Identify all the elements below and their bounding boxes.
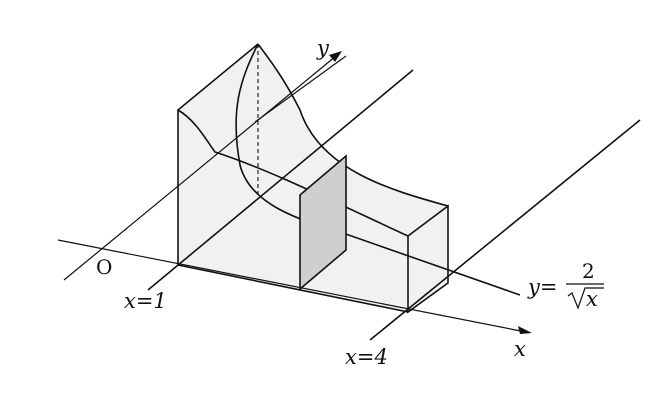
x-axis-line bbox=[57, 239, 527, 333]
curve-equation-lhs: y= bbox=[527, 275, 557, 299]
boundary-line-upper bbox=[254, 55, 347, 123]
curve-equation-label: y= 2 x bbox=[527, 259, 604, 311]
x-axis-label: x bbox=[514, 337, 526, 361]
end-face-outline bbox=[407, 204, 449, 314]
top-curved-face bbox=[178, 44, 448, 236]
origin-label: O bbox=[96, 255, 112, 279]
back-top-curve-edge bbox=[257, 43, 449, 207]
side-face bbox=[178, 110, 408, 312]
y-axis-arrowhead bbox=[329, 51, 342, 62]
y-axis-label: y bbox=[316, 36, 330, 60]
sqrt-sign bbox=[567, 287, 604, 310]
line-x4 bbox=[369, 119, 641, 341]
solid-edges bbox=[177, 43, 449, 314]
square-cross-section bbox=[299, 154, 347, 291]
x-equals-4-label: x=4 bbox=[345, 345, 388, 369]
line-x1 bbox=[147, 69, 414, 291]
curve-y-2-over-sqrt-x bbox=[235, 43, 521, 296]
base-edge bbox=[177, 264, 409, 313]
x-equals-1-label: x=1 bbox=[124, 289, 167, 313]
curve-equation-radicand: x bbox=[586, 287, 598, 311]
x-axis-arrowhead bbox=[518, 326, 532, 334]
curve-equation-numerator: 2 bbox=[582, 259, 595, 283]
top-curve-edge bbox=[177, 109, 409, 237]
